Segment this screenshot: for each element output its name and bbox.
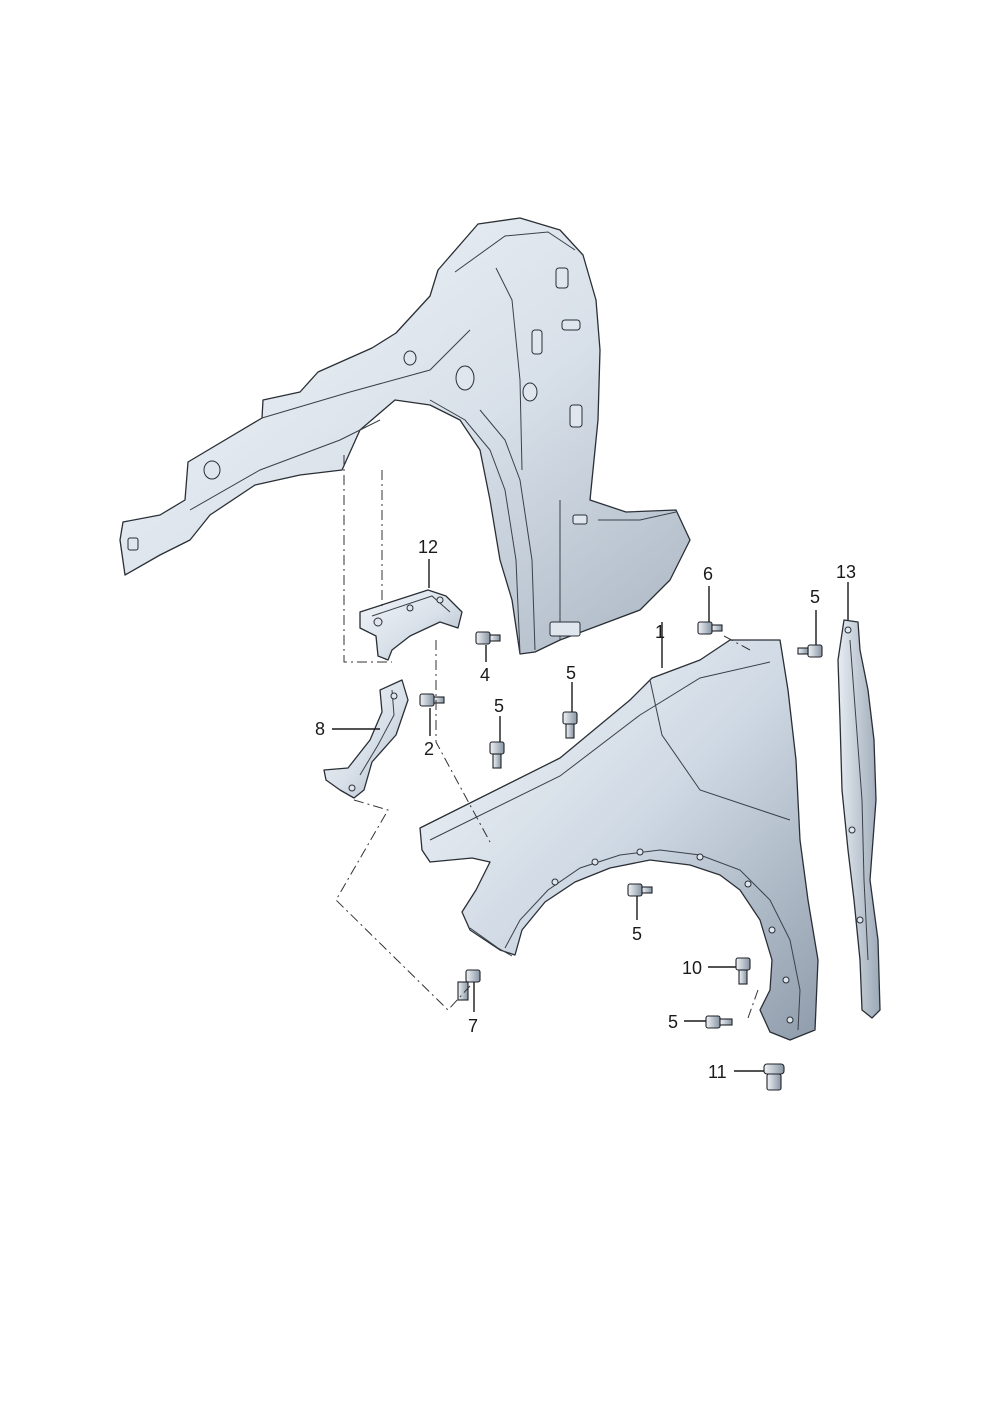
callout-11: 11 bbox=[708, 1062, 727, 1082]
callout-6: 6 bbox=[703, 564, 713, 584]
callout-5-d: 5 bbox=[632, 924, 642, 944]
bolt-2 bbox=[419, 693, 445, 707]
assembly-lines bbox=[335, 455, 759, 1019]
callout-4: 4 bbox=[480, 665, 490, 685]
callout-numbers: 1 12 4 2 5 5 6 5 13 8 5 7 10 5 11 bbox=[315, 537, 856, 1082]
callout-7: 7 bbox=[468, 1016, 478, 1036]
plug-11 bbox=[763, 1063, 785, 1091]
bolt-4 bbox=[475, 631, 501, 645]
fender-clip-holes bbox=[551, 848, 794, 1024]
bolt-5-d bbox=[627, 883, 653, 897]
callout-13: 13 bbox=[836, 562, 856, 582]
bolt-5-b bbox=[562, 711, 578, 739]
bolt-5-c bbox=[797, 644, 823, 658]
bolt-6 bbox=[697, 621, 723, 635]
body-structure bbox=[119, 217, 691, 655]
bracket-12 bbox=[359, 589, 463, 661]
callout-10: 10 bbox=[682, 958, 702, 978]
stud-7 bbox=[457, 969, 481, 1001]
leader-lines bbox=[332, 559, 849, 1072]
liner-13 bbox=[837, 619, 881, 1019]
bolt-5-e bbox=[705, 1015, 733, 1029]
bracket-8 bbox=[323, 679, 409, 799]
callout-5-a: 5 bbox=[494, 696, 504, 716]
bolt-10 bbox=[735, 957, 751, 985]
callout-5-e: 5 bbox=[668, 1012, 678, 1032]
callout-5-c: 5 bbox=[810, 587, 820, 607]
callout-8: 8 bbox=[315, 719, 325, 739]
callout-1: 1 bbox=[655, 622, 665, 642]
callout-12: 12 bbox=[418, 537, 438, 557]
bolt-5-a bbox=[489, 741, 505, 769]
callout-5-b: 5 bbox=[566, 663, 576, 683]
callout-2: 2 bbox=[424, 739, 434, 759]
fender-1 bbox=[419, 639, 819, 1041]
